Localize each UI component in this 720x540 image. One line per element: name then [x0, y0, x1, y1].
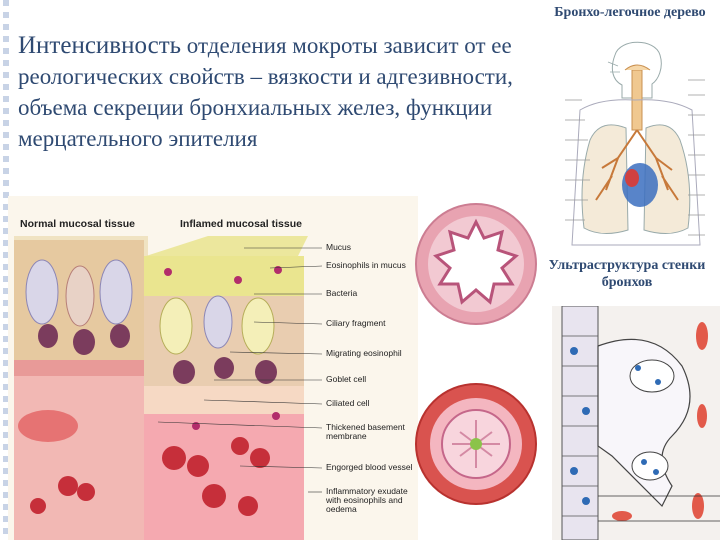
label-goblet-cell: Goblet cell	[326, 375, 366, 384]
label-exudate-3: oedema	[326, 505, 357, 514]
label-eosinophils: Eosinophils in mucus	[326, 261, 406, 270]
slide-text-lead: Интенсивность	[18, 32, 181, 59]
label-basement-membrane-2: membrane	[326, 432, 367, 441]
label-blood-vessel: Engorged blood vessel	[326, 463, 412, 472]
bronchial-tree-image	[560, 40, 710, 260]
mucosal-tissue-illustration: Normal mucosal tissue Inflamed mucosal t…	[8, 196, 418, 540]
label-ciliary-fragment: Ciliary fragment	[326, 319, 386, 328]
bronchial-wall-ultrastructure-image	[552, 306, 720, 540]
label-migrating-eosinophil: Migrating eosinophil	[326, 349, 402, 358]
bronchus-cross-section-inflamed	[412, 380, 538, 506]
bronchus-cross-section-normal	[412, 198, 538, 328]
normal-tissue-header: Normal mucosal tissue	[20, 218, 135, 230]
bronchial-tree-caption: Бронхо-легочное дерево	[540, 4, 720, 21]
inflamed-tissue-header: Inflamed mucosal tissue	[180, 218, 302, 230]
slide-body-text: Интенсивность отделения мокроты зависит …	[18, 30, 533, 154]
label-bacteria: Bacteria	[326, 289, 357, 298]
ultrastructure-caption: Ультраструктура стенки бронхов	[534, 257, 720, 291]
label-mucus: Mucus	[326, 243, 351, 252]
label-ciliated-cell: Ciliated cell	[326, 399, 369, 408]
